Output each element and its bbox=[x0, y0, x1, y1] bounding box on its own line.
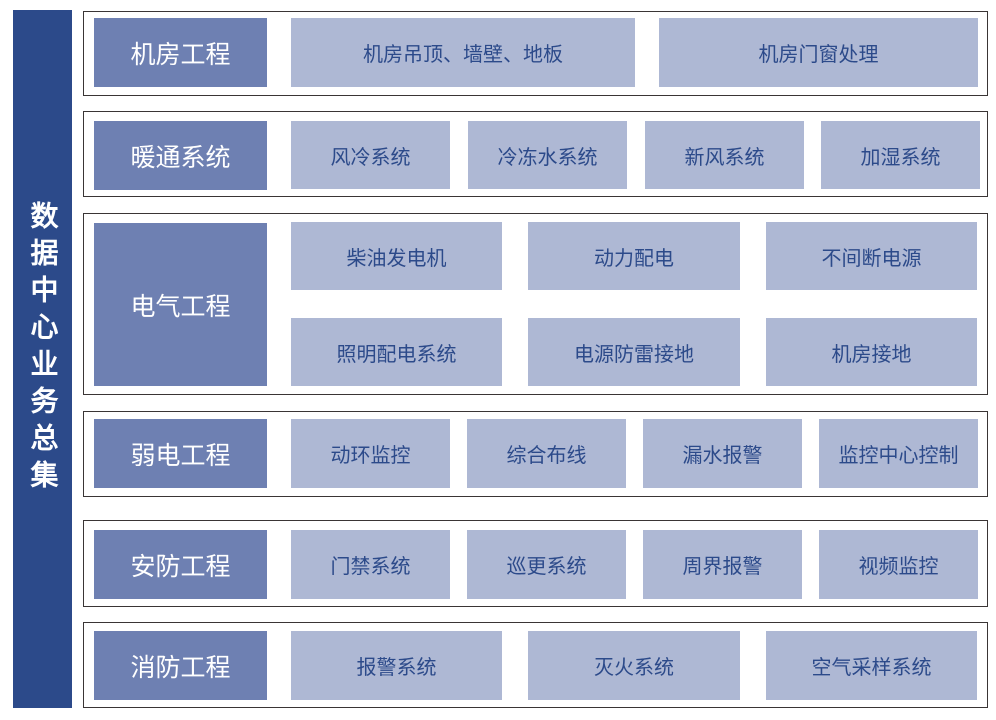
item: 空气采样系统 bbox=[766, 631, 977, 700]
item: 灭火系统 bbox=[528, 631, 740, 700]
item: 照明配电系统 bbox=[291, 318, 502, 386]
item: 加湿系统 bbox=[821, 121, 980, 189]
item: 漏水报警 bbox=[643, 419, 802, 488]
row-security bbox=[83, 520, 988, 607]
category-low-voltage: 弱电工程 bbox=[94, 419, 267, 488]
item: 机房吊顶、墙壁、地板 bbox=[291, 18, 635, 87]
item: 监控中心控制 bbox=[819, 419, 978, 488]
item: 动力配电 bbox=[528, 222, 740, 290]
row-machine-room bbox=[83, 11, 988, 96]
item: 电源防雷接地 bbox=[528, 318, 740, 386]
item: 周界报警 bbox=[643, 530, 802, 599]
item: 柴油发电机 bbox=[291, 222, 502, 290]
row-fire bbox=[83, 622, 988, 708]
item: 风冷系统 bbox=[291, 121, 450, 189]
row-electrical bbox=[83, 213, 988, 395]
row-low-voltage bbox=[83, 411, 988, 497]
category-machine-room: 机房工程 bbox=[94, 18, 267, 87]
item: 机房接地 bbox=[766, 318, 977, 386]
title-bar: 数据中心业务总集 bbox=[13, 10, 72, 708]
category-hvac: 暖通系统 bbox=[94, 121, 267, 190]
item: 报警系统 bbox=[291, 631, 502, 700]
item: 视频监控 bbox=[819, 530, 978, 599]
item: 冷冻水系统 bbox=[468, 121, 627, 189]
item: 新风系统 bbox=[645, 121, 804, 189]
item: 巡更系统 bbox=[467, 530, 626, 599]
item: 综合布线 bbox=[467, 419, 626, 488]
item: 门禁系统 bbox=[291, 530, 450, 599]
item: 机房门窗处理 bbox=[659, 18, 978, 87]
category-electrical: 电气工程 bbox=[94, 223, 267, 386]
row-hvac bbox=[83, 111, 988, 197]
category-security: 安防工程 bbox=[94, 530, 267, 599]
diagram-title: 数据中心业务总集 bbox=[26, 201, 60, 497]
item: 不间断电源 bbox=[766, 222, 977, 290]
category-fire: 消防工程 bbox=[94, 631, 267, 700]
item: 动环监控 bbox=[291, 419, 450, 488]
